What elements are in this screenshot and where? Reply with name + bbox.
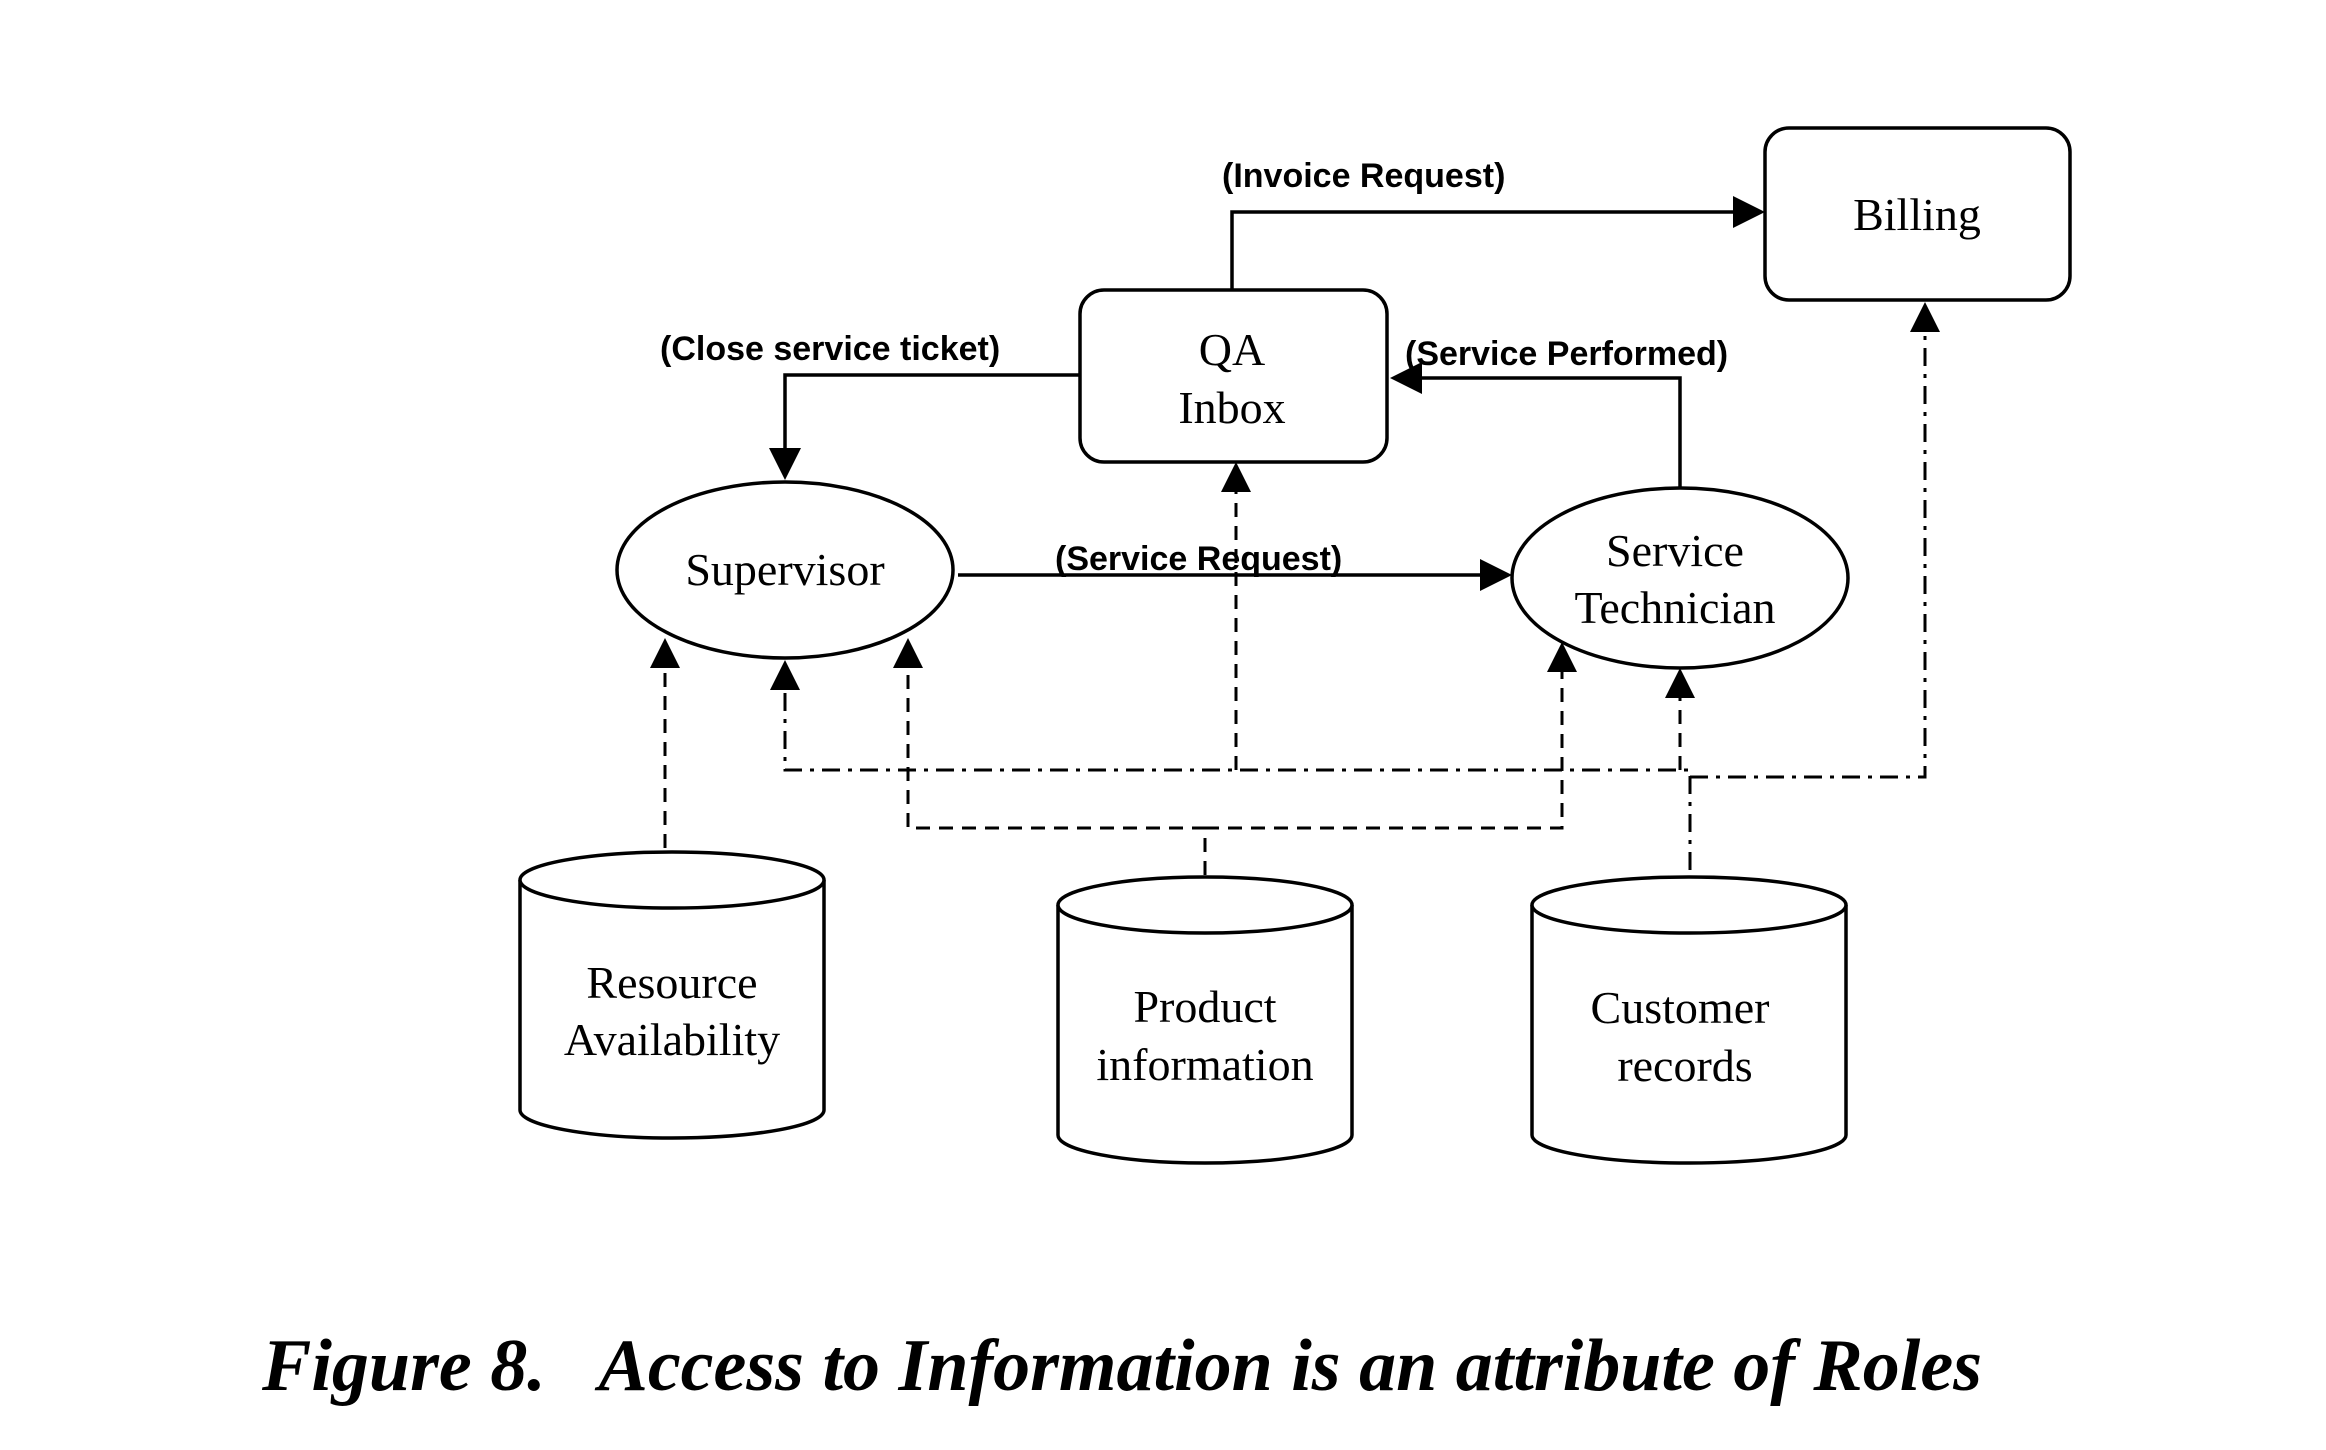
- customer-to-supervisor-connector: [783, 680, 1692, 870]
- qa-inbox-node: QA Inbox: [1078, 288, 1389, 464]
- arrowhead-qa-customer: [1221, 462, 1251, 492]
- customer-to-billing-connector: [1690, 325, 1927, 779]
- arrowhead-technician-in: [1480, 559, 1512, 591]
- arrowhead-technician-product: [1547, 642, 1577, 672]
- arrowhead-technician-customer: [1665, 668, 1695, 698]
- arrowhead-supervisor-in: [769, 448, 801, 480]
- service-technician-label-line2: Technician: [1574, 582, 1775, 633]
- product-to-supervisor-connector: [906, 660, 1207, 875]
- invoice-request-arrow: [1230, 210, 1735, 290]
- service-request-label: (Service Request): [1055, 540, 1342, 578]
- customer-records-label-line1: Customer: [1591, 982, 1770, 1033]
- qa-inbox-label-line1: QA: [1199, 324, 1265, 375]
- billing-label: Billing: [1853, 189, 1981, 240]
- service-performed-label: (Service Performed): [1405, 335, 1728, 373]
- close-service-ticket-arrow: [783, 373, 1080, 450]
- invoice-request-label: (Invoice Request): [1222, 157, 1505, 195]
- resource-availability-label-line1: Resource: [586, 957, 757, 1008]
- product-information-label-line1: Product: [1133, 981, 1276, 1032]
- product-information-database: Product information: [1056, 875, 1354, 1165]
- service-technician-node: Service Technician: [1510, 486, 1850, 670]
- arrowhead-supervisor-resource: [650, 638, 680, 668]
- arrowhead-qa-in: [1390, 362, 1422, 394]
- figure-caption: Figure 8. Access to Information is an at…: [261, 1325, 1982, 1407]
- qa-inbox-label-line2: Inbox: [1178, 382, 1285, 433]
- supervisor-node: Supervisor: [615, 480, 955, 660]
- customer-records-database: Customer records: [1530, 875, 1848, 1165]
- arrowhead-supervisor-customer: [770, 660, 800, 690]
- arrowhead-billing-in: [1733, 196, 1765, 228]
- resource-availability-database: Resource Availability: [518, 850, 826, 1140]
- billing-node: Billing: [1763, 126, 2072, 302]
- close-service-ticket-label: (Close service ticket): [660, 330, 1000, 368]
- supervisor-label: Supervisor: [685, 544, 884, 595]
- customer-records-label-line2: records: [1617, 1040, 1752, 1091]
- arrowheads: [650, 196, 1940, 698]
- service-performed-arrow: [1420, 376, 1682, 488]
- service-technician-label-line1: Service: [1606, 525, 1744, 576]
- arrowhead-billing-customer: [1910, 302, 1940, 332]
- product-to-technician-connector: [1205, 665, 1564, 830]
- arrowhead-supervisor-product: [893, 638, 923, 668]
- product-information-label-line2: information: [1096, 1039, 1313, 1090]
- resource-availability-label-line2: Availability: [564, 1014, 780, 1065]
